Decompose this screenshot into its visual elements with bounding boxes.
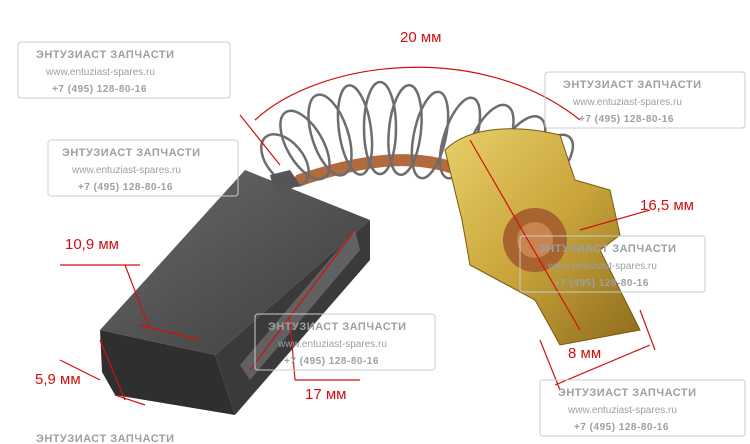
svg-text:www.entuziast-spares.ru: www.entuziast-spares.ru: [277, 339, 387, 350]
svg-text:ЭНТУЗИАСТ ЗАПЧАСТИ: ЭНТУЗИАСТ ЗАПЧАСТИ: [558, 387, 697, 399]
watermark: ЭНТУЗИАСТ ЗАПЧАСТИ www.entuziast-spares.…: [539, 379, 746, 437]
svg-text:ЭНТУЗИАСТ ЗАПЧАСТИ: ЭНТУЗИАСТ ЗАПЧАСТИ: [36, 49, 175, 61]
svg-text:www.entuziast-spares.ru: www.entuziast-spares.ru: [547, 261, 657, 272]
svg-text:www.entuziast-spares.ru: www.entuziast-spares.ru: [45, 67, 155, 78]
svg-text:ЭНТУЗИАСТ ЗАПЧАСТИ: ЭНТУЗИАСТ ЗАПЧАСТИ: [36, 433, 175, 444]
svg-text:www.entuziast-spares.ru: www.entuziast-spares.ru: [572, 97, 682, 108]
svg-text:+7 (495) 128-80-16: +7 (495) 128-80-16: [554, 278, 649, 289]
watermark: ЭНТУЗИАСТ ЗАПЧАСТИ www.entuziast-spares.…: [17, 41, 231, 99]
svg-text:+7 (495) 128-80-16: +7 (495) 128-80-16: [78, 182, 173, 193]
svg-text:+7 (495) 128-80-16: +7 (495) 128-80-16: [579, 114, 674, 125]
watermark: ЭНТУЗИАСТ ЗАПЧАСТИ www.entuziast-spares.…: [47, 139, 239, 197]
svg-text:ЭНТУЗИАСТ ЗАПЧАСТИ: ЭНТУЗИАСТ ЗАПЧАСТИ: [268, 321, 407, 333]
carbon-brush: [100, 170, 370, 415]
svg-text:www.entuziast-spares.ru: www.entuziast-spares.ru: [567, 405, 677, 416]
dimension-contact-plate: 16,5 мм: [640, 197, 694, 214]
dimension-brush-length: 17 мм: [305, 386, 346, 403]
svg-text:+7 (495) 128-80-16: +7 (495) 128-80-16: [52, 84, 147, 95]
svg-text:ЭНТУЗИАСТ ЗАПЧАСТИ: ЭНТУЗИАСТ ЗАПЧАСТИ: [563, 79, 702, 91]
dimension-lines: [59, 66, 656, 406]
svg-text:+7 (495) 128-80-16: +7 (495) 128-80-16: [284, 356, 379, 367]
dimension-brush-width: 10,9 мм: [65, 236, 119, 253]
svg-text:+7 (495) 128-80-16: +7 (495) 128-80-16: [574, 422, 669, 433]
dimension-brush-thickness: 5,9 мм: [35, 371, 81, 388]
watermark: ЭНТУЗИАСТ ЗАПЧАСТИ www.entuziast-spares.…: [519, 235, 706, 293]
svg-text:ЭНТУЗИАСТ ЗАПЧАСТИ: ЭНТУЗИАСТ ЗАПЧАСТИ: [62, 147, 201, 159]
svg-text:www.entuziast-spares.ru: www.entuziast-spares.ru: [71, 165, 181, 176]
watermark: ЭНТУЗИАСТ ЗАПЧАСТИ www.entuziast-spares.…: [544, 71, 746, 129]
brass-terminal: [444, 128, 641, 346]
svg-text:ЭНТУЗИАСТ ЗАПЧАСТИ: ЭНТУЗИАСТ ЗАПЧАСТИ: [538, 243, 677, 255]
dimension-spring-length: 20 мм: [400, 29, 441, 46]
dimension-plate-width: 8 мм: [568, 345, 601, 362]
watermark: ЭНТУЗИАСТ ЗАПЧАСТИ: [36, 433, 175, 444]
watermark: ЭНТУЗИАСТ ЗАПЧАСТИ www.entuziast-spares.…: [254, 313, 436, 371]
